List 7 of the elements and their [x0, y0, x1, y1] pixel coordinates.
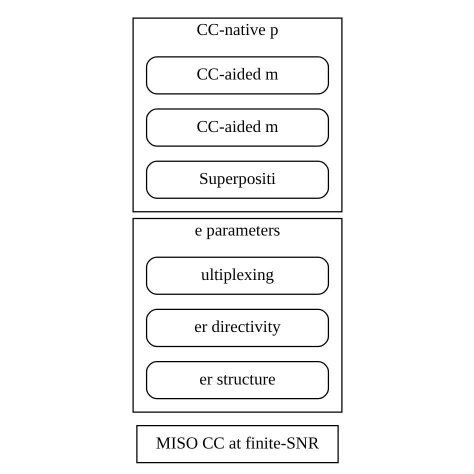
node-box: CC-aided m [145, 108, 329, 147]
node-box: CC-aided m [145, 56, 329, 94]
node-box: MISO CC at finite-SNR [136, 424, 338, 464]
node-box: Superpositi [145, 160, 329, 199]
node-box: er directivity [145, 308, 329, 348]
node-box: er structure [145, 360, 329, 400]
node-box: ultiplexing [145, 256, 329, 295]
